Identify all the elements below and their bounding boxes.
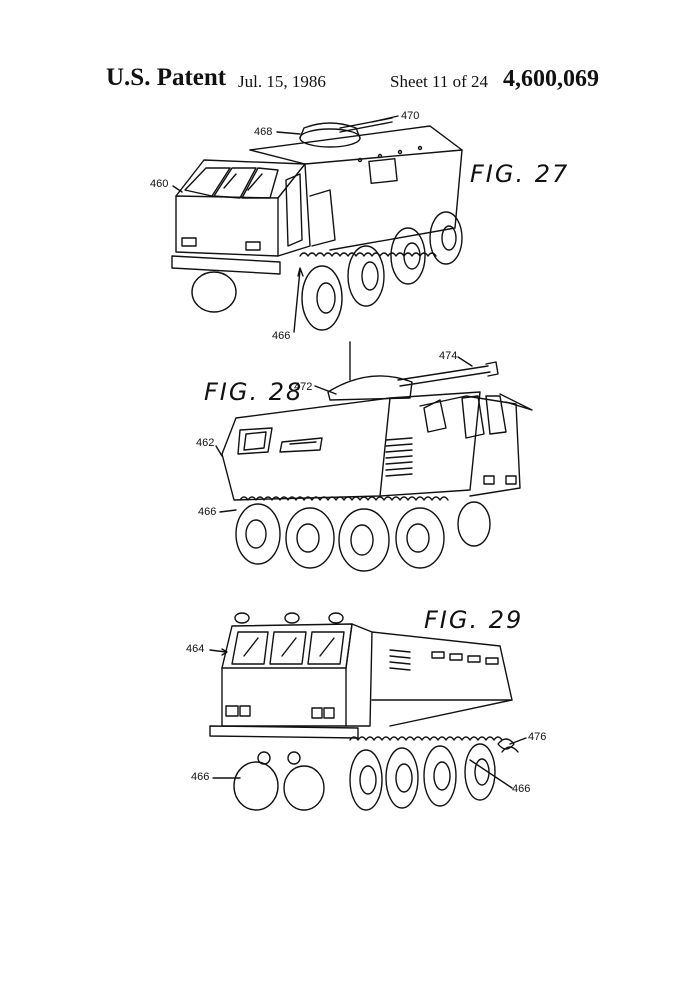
ref-468: 468 xyxy=(254,126,273,138)
ref-466-fig29-left: 466 xyxy=(191,771,210,783)
ref-476: 476 xyxy=(528,731,547,743)
patent-title: U.S. Patent xyxy=(106,64,227,91)
ref-466-fig29-right: 466 xyxy=(512,783,531,795)
fig-28-label: FIG. 28 xyxy=(204,378,304,406)
fig-28-wheels xyxy=(236,502,490,571)
fig-27-label: FIG. 27 xyxy=(470,160,570,188)
ref-472: 472 xyxy=(294,381,313,393)
fig-27-wheels xyxy=(192,212,462,330)
fig-27-vehicle-drawing xyxy=(172,116,462,332)
ref-464: 464 xyxy=(186,643,205,655)
ref-460: 460 xyxy=(150,178,169,190)
fig-29-wheels xyxy=(234,744,495,810)
patent-number: 4,600,069 xyxy=(503,66,599,92)
sheet-number: Sheet 11 of 24 xyxy=(390,72,489,91)
ref-462: 462 xyxy=(196,437,215,449)
patent-date: Jul. 15, 1986 xyxy=(238,72,326,91)
ref-466-fig28: 466 xyxy=(198,506,217,518)
fig-28-vehicle-drawing xyxy=(216,342,532,571)
ref-470: 470 xyxy=(401,110,420,122)
fig-29-label: FIG. 29 xyxy=(424,606,524,634)
ref-474: 474 xyxy=(439,350,458,362)
ref-466-fig27: 466 xyxy=(272,330,291,342)
fig-29-vehicle-drawing xyxy=(210,613,526,810)
